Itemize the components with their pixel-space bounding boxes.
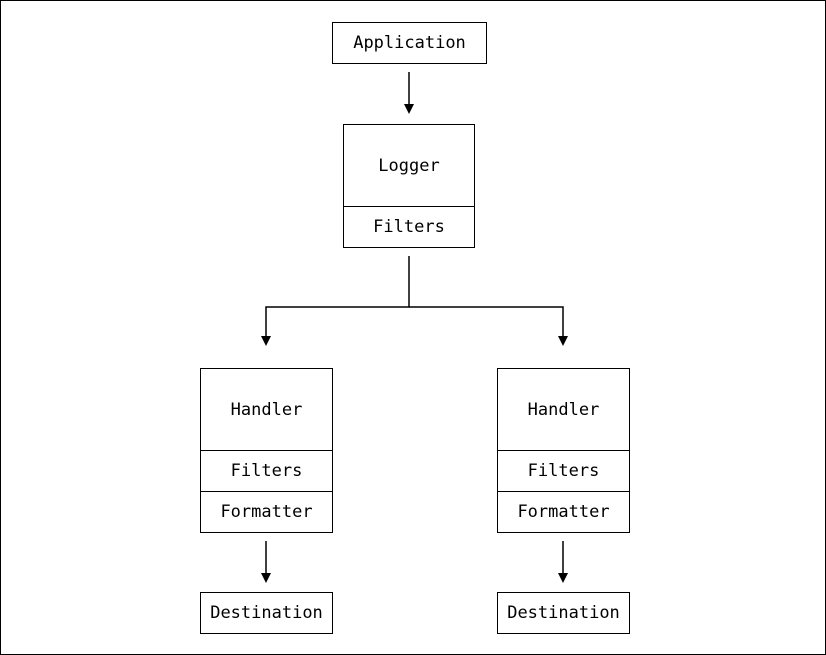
handler-filters-label: Filters [498, 450, 629, 491]
destination-label: Destination [507, 603, 620, 623]
handler-box-2: Handler Filters Formatter [497, 368, 630, 533]
connector-logger-branch-right [409, 306, 568, 346]
handler-box-1: Handler Filters Formatter [200, 368, 333, 533]
logger-filters-label: Filters [344, 206, 474, 247]
application-label: Application [353, 33, 466, 53]
handler-label: Handler [527, 399, 600, 420]
logger-label: Logger [378, 155, 440, 176]
handler-filters-label: Filters [201, 450, 332, 491]
handler-label: Handler [230, 399, 303, 420]
application-box: Application [332, 22, 487, 64]
destination-box-2: Destination [497, 592, 630, 634]
connector-logger-branch [261, 256, 410, 346]
destination-box-1: Destination [200, 592, 333, 634]
handler-formatter-label: Formatter [201, 491, 332, 532]
handler-formatter-label: Formatter [498, 491, 629, 532]
logger-box: Logger Filters [343, 124, 475, 248]
destination-label: Destination [210, 603, 323, 623]
